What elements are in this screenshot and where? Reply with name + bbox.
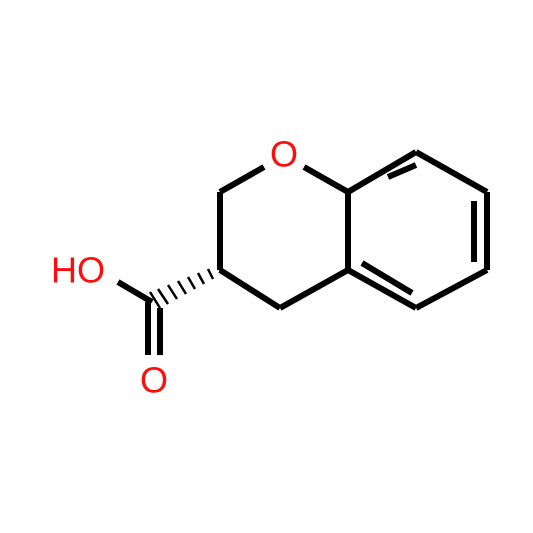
bond-o1-c2 [218, 164, 266, 195]
double-bond-inner-top [386, 162, 418, 180]
hashed-wedge-bond [148, 264, 224, 309]
bond-c8a-o1 [302, 164, 350, 195]
bond-c4-c4a [278, 267, 350, 311]
bond-c-oh [116, 279, 154, 305]
carboxyl-group [116, 279, 163, 355]
carbonyl-oxygen-label: O [140, 360, 168, 401]
bond-c8a-c8 [346, 149, 418, 195]
bond-c6-c5 [414, 267, 489, 311]
pyran-ring [217, 164, 350, 311]
double-bond-inner-bottom [360, 260, 414, 296]
bond-c5-c4a [346, 267, 418, 311]
benzene-ring [345, 149, 490, 311]
bond-c8-c7 [414, 149, 489, 195]
bond-c3-c4 [218, 267, 282, 311]
hydroxyl-label: HO [51, 250, 105, 291]
ring-oxygen-label: O [270, 134, 298, 175]
